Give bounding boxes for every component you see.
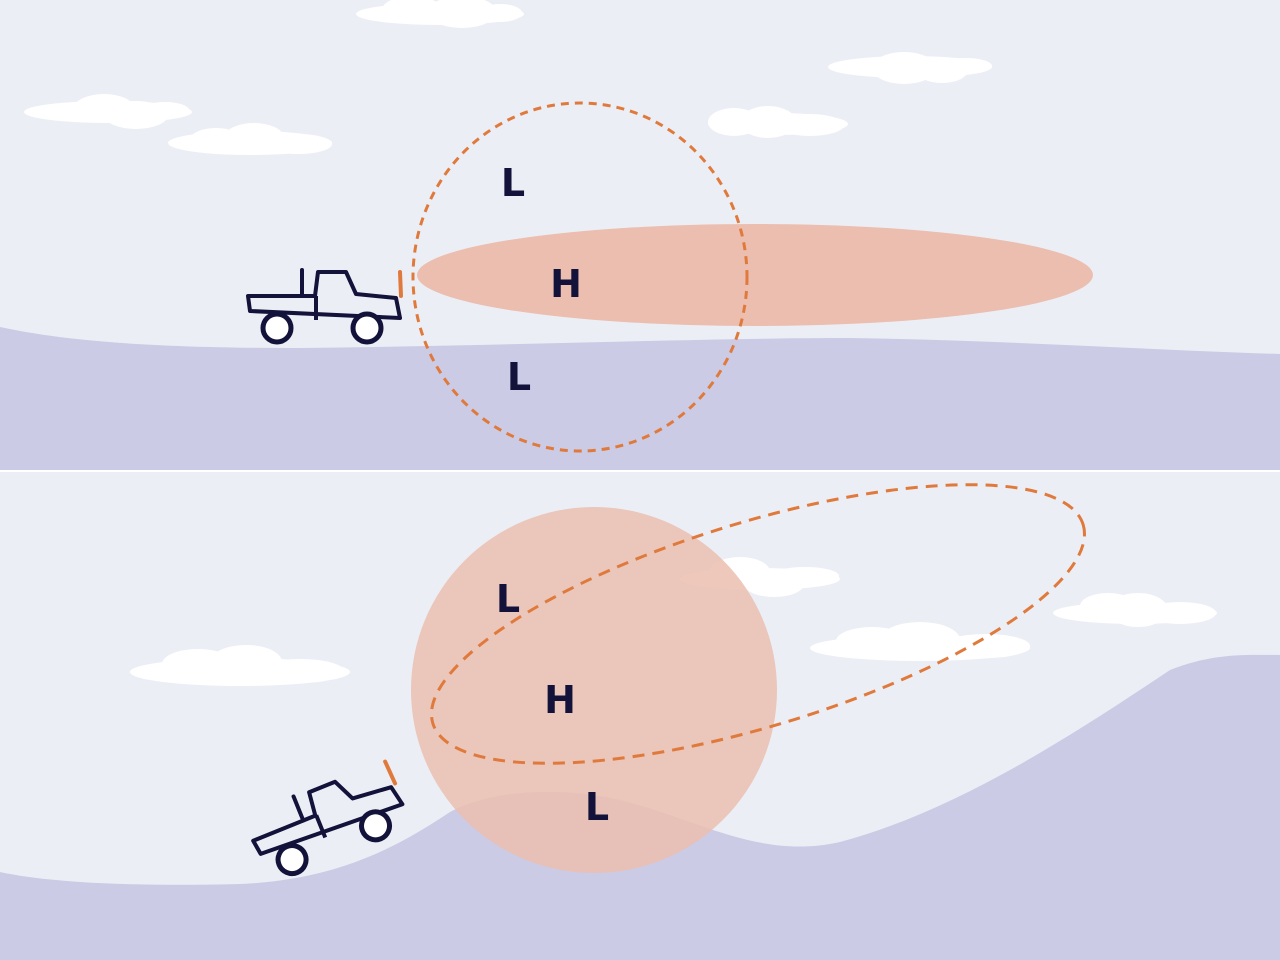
panel-divider — [0, 470, 1280, 472]
cloud-icon — [828, 52, 992, 84]
pickup-truck-icon — [251, 759, 405, 877]
cloud-icon — [356, 0, 524, 28]
uphill-road-panel: L H L — [0, 472, 1280, 960]
headlight — [398, 270, 403, 298]
high-beam-zone — [417, 224, 1093, 326]
high-beam-label: H — [550, 262, 582, 306]
cloud-icon — [1053, 593, 1217, 627]
low-beam-label-lower: L — [585, 785, 609, 829]
low-beam-outline — [411, 101, 749, 453]
low-beam-label-upper: L — [496, 577, 520, 621]
cloud-icon — [130, 645, 350, 686]
low-beam-outline — [429, 483, 1087, 765]
cloud-icon — [24, 94, 192, 129]
cloud-icon — [708, 106, 848, 138]
high-beam-label: H — [544, 678, 576, 722]
flat-road-panel: L H L — [0, 0, 1280, 470]
pickup-truck-icon — [246, 268, 403, 345]
low-beam-label-upper: L — [501, 161, 525, 205]
low-beam-label-lower: L — [507, 355, 531, 399]
cloud-icon — [168, 123, 332, 155]
headlight — [383, 759, 398, 786]
cloud-icon — [810, 622, 1030, 661]
ground-hill — [0, 327, 1280, 470]
high-beam-zone — [411, 507, 777, 873]
